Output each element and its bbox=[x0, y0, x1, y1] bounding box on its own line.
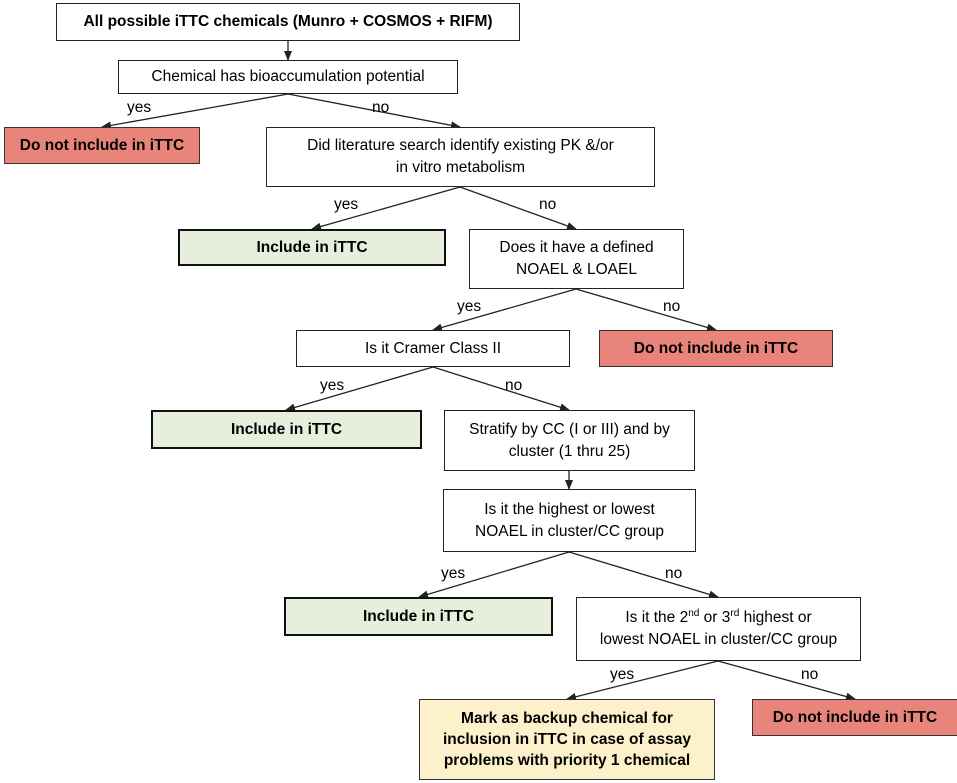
arrow-n11-n12 bbox=[418, 551, 570, 599]
node-all-possible-chemicals: All possible iTTC chemicals (Munro + COS… bbox=[56, 3, 520, 41]
node-include-3: Include in iTTC bbox=[284, 597, 553, 636]
node-exclude-1: Do not include in iTTC bbox=[4, 127, 200, 164]
label-yes-2: yes bbox=[334, 196, 359, 213]
arrow-n2-n4 bbox=[287, 93, 461, 130]
arrow-n2-n3 bbox=[101, 93, 289, 130]
node-cramer-class: Is it Cramer Class II bbox=[296, 330, 570, 367]
arrow-n6-n8 bbox=[575, 288, 717, 332]
label-yes-6: yes bbox=[610, 666, 635, 683]
node-stratify: Stratify by CC (I or III) and by cluster… bbox=[444, 410, 695, 471]
arrow-n7-n10 bbox=[432, 366, 570, 412]
label-yes-4: yes bbox=[320, 377, 345, 394]
node-second-third: Is it the 2nd or 3rd highest or lowest N… bbox=[576, 597, 861, 661]
arrow-n13-n14 bbox=[566, 660, 719, 701]
arrow-n4-n6 bbox=[459, 186, 577, 230]
node-noael-loael: Does it have a defined NOAEL & LOAEL bbox=[469, 229, 684, 289]
label-yes-1: yes bbox=[127, 99, 152, 116]
node-exclude-2: Do not include in iTTC bbox=[599, 330, 833, 367]
label-yes-5: yes bbox=[441, 565, 466, 582]
label-no-4: no bbox=[505, 377, 523, 394]
label-no-3: no bbox=[663, 298, 681, 315]
arrow-n11-n13 bbox=[568, 551, 719, 599]
node-include-2: Include in iTTC bbox=[151, 410, 422, 449]
label-no-2: no bbox=[539, 196, 557, 213]
node-backup-chemical: Mark as backup chemical for inclusion in… bbox=[419, 699, 715, 780]
node-include-1: Include in iTTC bbox=[178, 229, 446, 266]
arrow-n4-n5 bbox=[311, 186, 461, 231]
label-no-6: no bbox=[801, 666, 819, 683]
arrow-n7-n9 bbox=[285, 366, 434, 412]
node-literature-search: Did literature search identify existing … bbox=[266, 127, 655, 187]
node-highest-lowest: Is it the highest or lowest NOAEL in clu… bbox=[443, 489, 696, 552]
node-exclude-3: Do not include in iTTC bbox=[752, 699, 957, 736]
label-no-1: no bbox=[372, 99, 390, 116]
label-yes-3: yes bbox=[457, 298, 482, 315]
arrow-n6-n7 bbox=[432, 288, 577, 332]
arrow-n13-n15 bbox=[717, 660, 856, 701]
label-no-5: no bbox=[665, 565, 683, 582]
node-bioaccumulation: Chemical has bioaccumulation potential bbox=[118, 60, 458, 94]
